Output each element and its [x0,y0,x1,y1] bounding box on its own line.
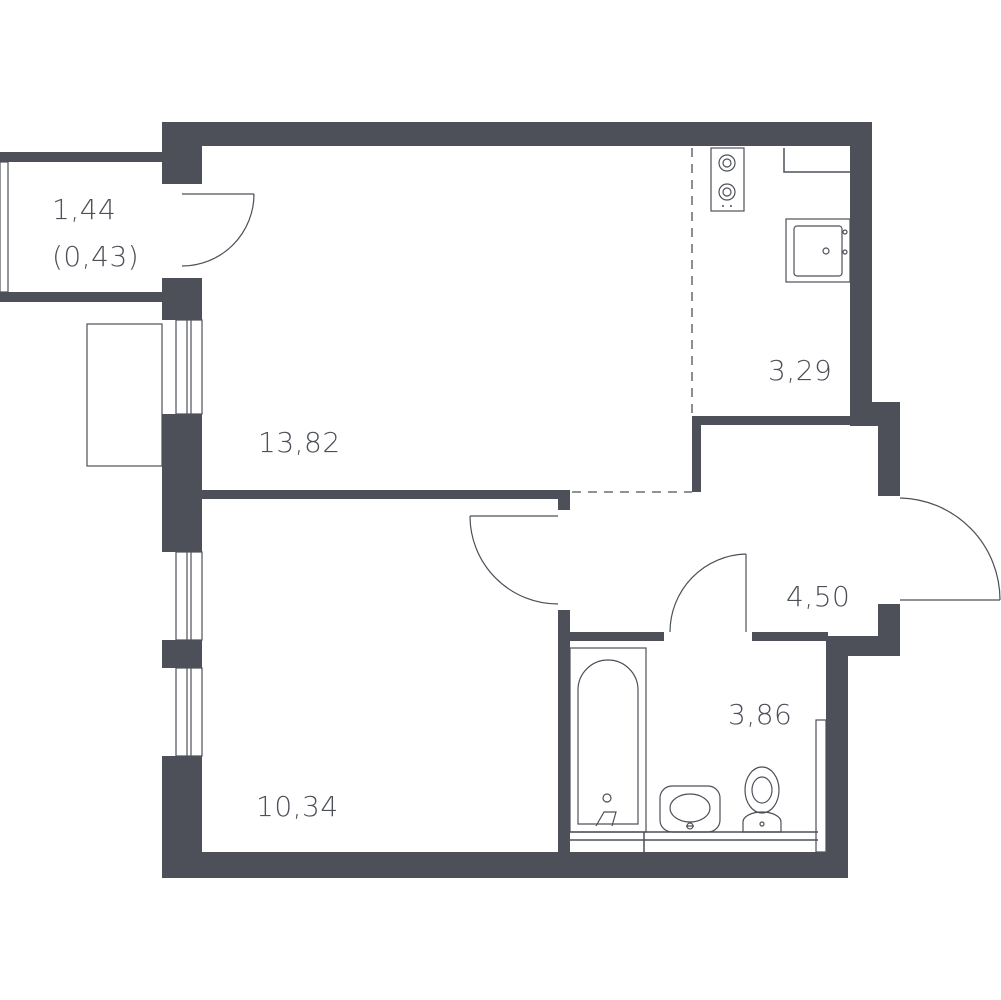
washbasin-icon [659,785,721,833]
balcony-door [181,193,255,267]
balcony-area-label: 1,44 [52,193,116,226]
interior-walls [202,416,882,854]
balcony [0,152,168,467]
bedroom-area-label: 10,34 [256,790,339,823]
bathroom-door [669,553,747,633]
bathtub-icon [569,647,647,833]
doors [181,193,1001,633]
bathroom-fixtures [569,647,827,853]
kitchen-sink-icon [785,218,851,283]
windows [175,122,683,878]
kitchen-fixtures [572,147,851,493]
balcony-reduced-area-label: (0,43) [52,240,139,273]
bathroom-area-label: 3,86 [728,698,792,731]
hood-icon [783,148,850,173]
toilet-icon [742,766,782,833]
area-labels: 1,44 (0,43) 13,82 3,29 4,50 3,86 10,34 [52,193,850,823]
bedroom-door [469,515,559,605]
entrance-door [899,497,1001,601]
living-room-area-label: 13,82 [258,426,341,459]
kitchen-area-label: 3,29 [768,354,832,387]
hob-icon [710,147,745,212]
duct-icon [815,719,827,853]
exterior-walls [162,122,900,878]
hall-area-label: 4,50 [786,580,850,613]
